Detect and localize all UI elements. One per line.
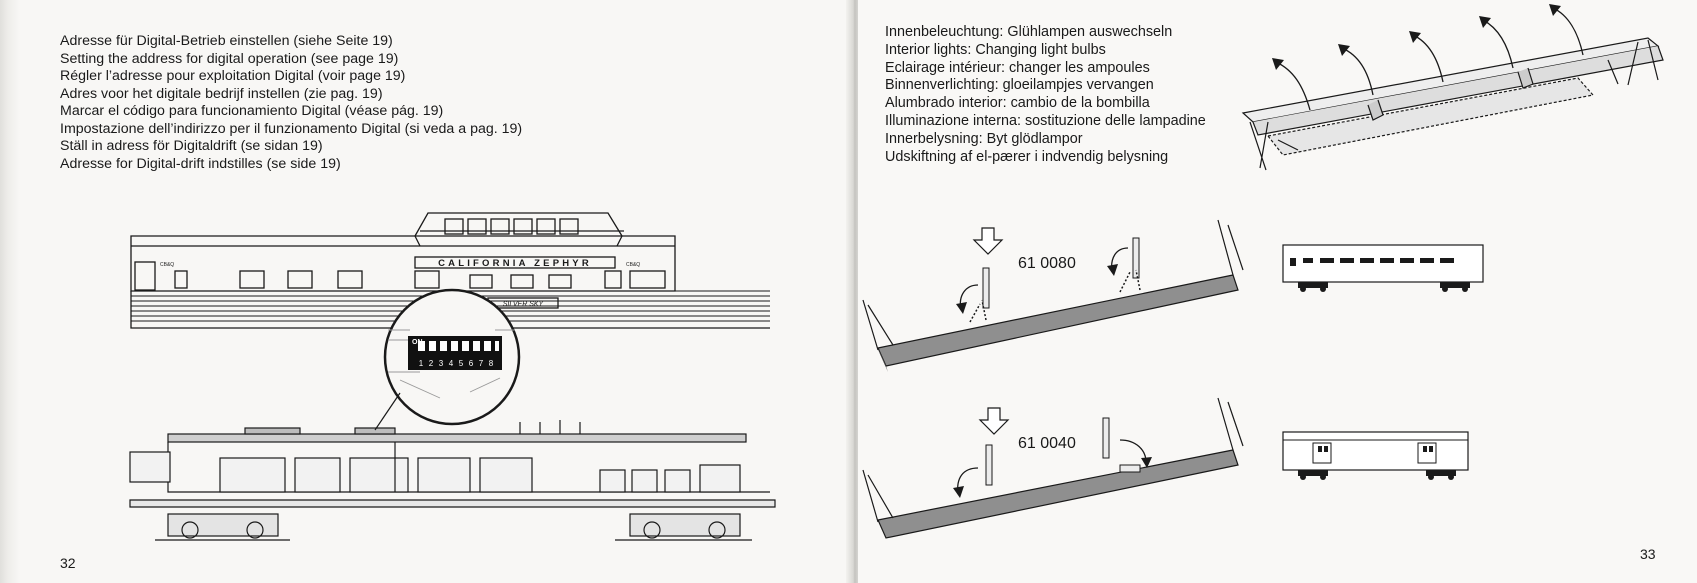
instruction-line-sv: Ställ in adress för Digitaldrift (se sid…: [60, 138, 323, 154]
instruction-line-da: Adresse for Digital-drift indstilles (se…: [60, 155, 341, 172]
dip-switch-levers: [418, 341, 499, 351]
page-number-right: 33: [1640, 546, 1656, 562]
lighting-line-fr: Eclairage intérieur: changer les ampoule…: [885, 59, 1150, 76]
floor-assemblies: 61 0080 61 0040: [862, 219, 1484, 539]
part-number-2: 61 0040: [1018, 435, 1076, 452]
dip-number: 6: [469, 359, 474, 368]
dip-number: 2: [429, 359, 434, 368]
dip-number: 3: [439, 359, 444, 368]
dip-number: 5: [459, 359, 464, 368]
instruction-line-fr: Régler l’adresse pour exploitation Digit…: [60, 68, 406, 84]
lighting-line-es: Alumbrado interior: cambio de la bombill…: [885, 95, 1150, 112]
lighting-line-de: Innenbeleuchtung: Glühlampen auswechseln: [885, 24, 1173, 40]
dip-number: 7: [479, 359, 484, 368]
car-plate-text: SILVER SKY: [503, 301, 545, 308]
car-badge-right: CB&Q: [626, 262, 640, 268]
part-number-1: 61 0080: [1018, 255, 1076, 272]
page-number-left: 32: [60, 555, 76, 571]
dip-on-label: ON: [412, 339, 423, 346]
dip-number: 4: [449, 359, 454, 368]
lighting-line-it: Illuminazione interna: sostituzione dell…: [885, 112, 1206, 129]
instruction-line-nl: Adres voor het digitale bedrijf instelle…: [60, 85, 383, 102]
instruction-line-de: Adresse für Digital-Betrieb einstellen (…: [60, 33, 393, 49]
address-instructions: Adresse für Digital-Betrieb einstellen (…: [60, 33, 522, 173]
dip-number: 1: [419, 359, 424, 368]
insert-arrow-icon: [978, 407, 1010, 435]
car-name-text: CALIFORNIA ZEPHYR: [438, 258, 592, 269]
floor-assembly-610040: [862, 397, 1244, 539]
instruction-line-es: Marcar el código para funcionamiento Dig…: [60, 103, 444, 119]
insert-arrow-icon: [972, 227, 1004, 255]
dip-number: 8: [489, 359, 494, 368]
baggage-car-icon: [1282, 431, 1469, 480]
lighting-instructions: Innenbeleuchtung: Glühlampen auswechseln…: [885, 24, 1206, 166]
chassis-cutaway-view: ON 1 2 3 4 5 6 7 8: [129, 288, 776, 541]
instruction-line-it: Impostazione dell’indirizzo per il funzi…: [60, 120, 523, 137]
lighting-line-da: Udskiftning af el-pærer i indvendig bely…: [885, 148, 1169, 165]
lighting-line-en: Interior lights: Changing light bulbs: [885, 41, 1106, 58]
right-page: Innenbeleuchtung: Glühlampen auswechseln…: [858, 0, 1697, 583]
floor-assembly-610080: [862, 219, 1244, 372]
instruction-line-en: Setting the address for digital operatio…: [60, 50, 399, 67]
light-bar-illustration: [1241, 4, 1664, 171]
passenger-coach-icon: [1282, 244, 1484, 292]
lighting-line-nl: Binnenverlichting: gloeilampjes vervange…: [885, 77, 1154, 94]
dip-numbers: 1 2 3 4 5 6 7 8: [419, 359, 494, 368]
lighting-line-sv: Innerbelysning: Byt glödlampor: [885, 130, 1083, 147]
car-badge-left: CB&Q: [160, 262, 174, 268]
binding-shadow: [0, 0, 20, 583]
left-page: Adresse für Digital-Betrieb einstellen (…: [0, 0, 776, 583]
